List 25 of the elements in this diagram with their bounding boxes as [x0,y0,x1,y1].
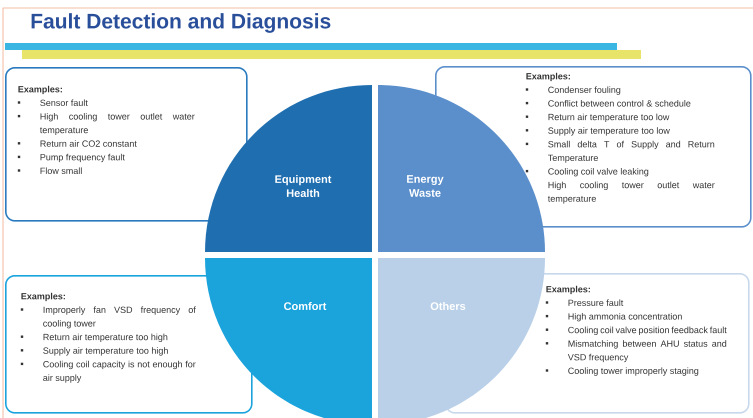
box-heading: Examples: [526,72,570,82]
examples-box [5,67,248,222]
bullet-item: Return air temperature too high [20,334,168,342]
bullet-item: Flow small [18,167,82,174]
quadrant: Equipment Health [205,85,372,252]
quadrant: Comfort [205,258,372,418]
quadrant: Others [378,258,545,418]
box-heading: Examples: [21,292,65,302]
examples-box [5,275,253,414]
box-heading: Examples: [18,86,62,94]
bullet-item: Sensor fault [18,99,88,106]
bullet-item: Pump frequency fault [18,154,125,162]
bullet-item: Cooling coil capacity is not enough for air supply [20,360,196,383]
title: Fault Detection and Diagnosis [32,13,330,33]
bullet-item: Cooling tower improperly staging [546,367,698,376]
bullet-item: Supply air temperature too high [20,347,168,356]
bullet-item: Improperly fan VSD frequency of cooling tower [20,306,196,328]
bullet-item: High ammonia concentration [546,312,682,322]
bullet-item: Return air CO2 constant [18,140,137,147]
box-heading: Examples: [546,286,590,294]
bullet-item: Cooling coil valve position feedback fault [546,326,727,335]
quadrant: Energy Waste [378,85,545,252]
bullet-item: High cooling tower outlet water temperature [18,113,195,135]
bullet-item: Mismatching between AHU status and VSD frequency [546,340,726,362]
bullet-item: Pressure fault [546,299,624,306]
